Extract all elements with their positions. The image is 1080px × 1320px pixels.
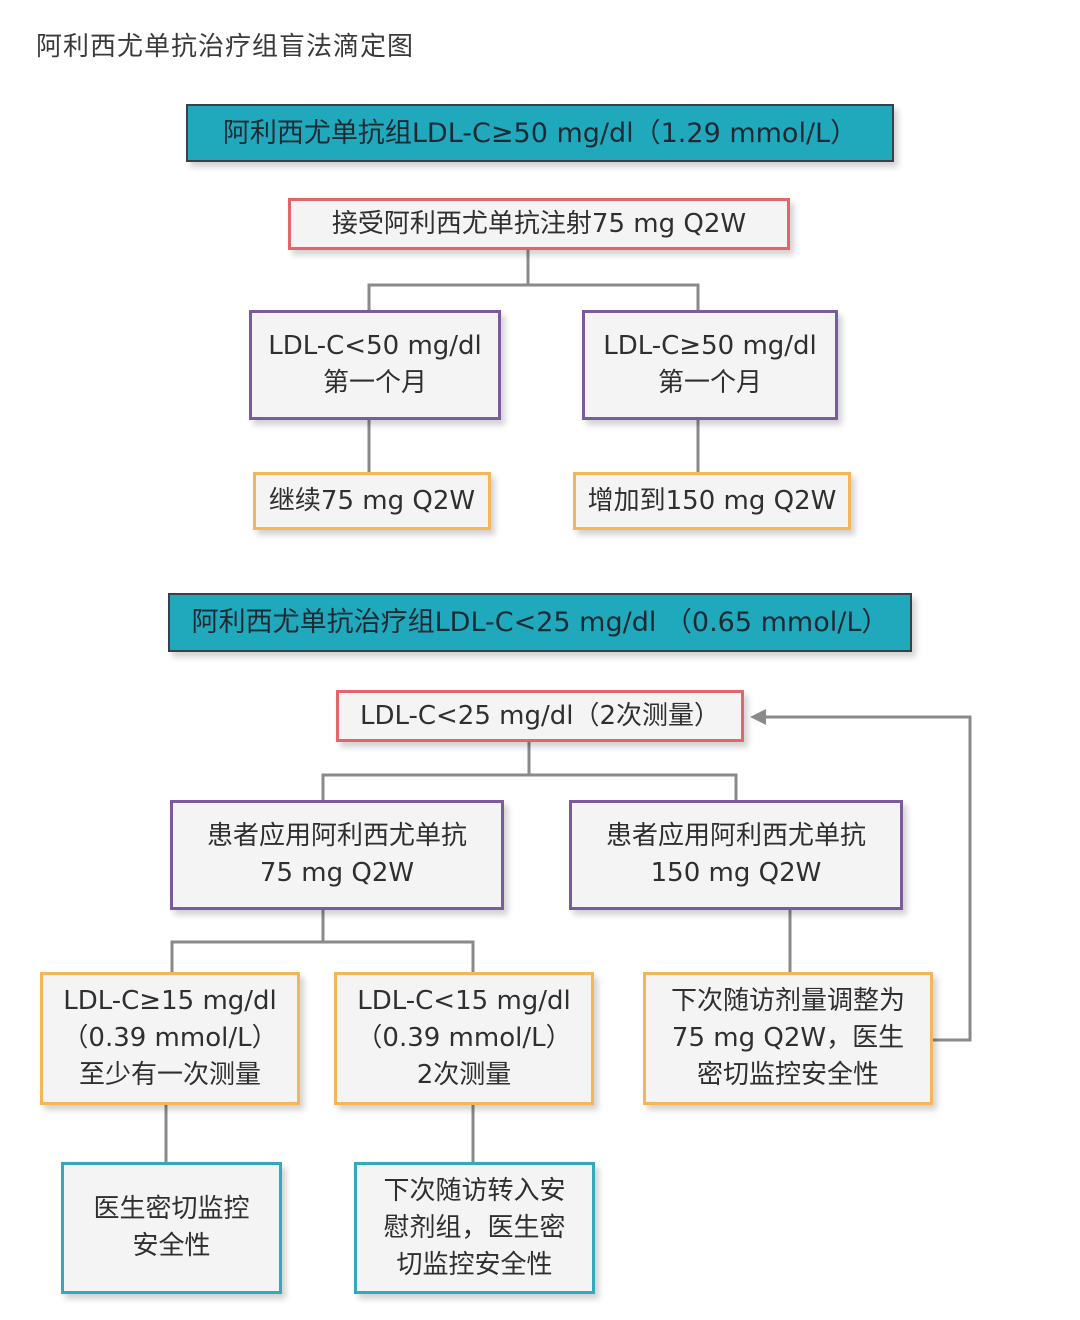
left-action-text: 继续75 mg Q2W xyxy=(268,485,476,516)
feedback-arrowhead xyxy=(750,709,766,725)
section1-left-condition-box: LDL-C<50 mg/dl 第一个月 xyxy=(249,310,501,420)
section1-start-text: 接受阿利西尤单抗注射75 mg Q2W xyxy=(331,208,747,239)
left-condition-line-2: 第一个月 xyxy=(322,368,427,398)
right-dose-box: 患者应用阿利西尤单抗 150 mg Q2W xyxy=(569,800,903,910)
section1-banner: 阿利西尤单抗组LDL-C≥50 mg/dl（1.29 mmol/L） xyxy=(186,104,894,162)
connector-split2-bar xyxy=(321,773,738,800)
section1-start-box: 接受阿利西尤单抗注射75 mg Q2W xyxy=(288,198,790,250)
right-condition-line-2: 第一个月 xyxy=(657,368,762,398)
section1-right-action-box: 增加到150 mg Q2W xyxy=(573,472,851,530)
left-dose-line-1: 患者应用阿利西尤单抗 xyxy=(206,821,467,851)
section2-banner-text: 阿利西尤单抗治疗组LDL-C<25 mg/dl （0.65 mmol/L） xyxy=(191,607,889,638)
connector-feedback-loop xyxy=(758,715,972,1042)
dose-adjust-line-3: 密切监控安全性 xyxy=(696,1060,879,1090)
left-dose-line-2: 75 mg Q2W xyxy=(259,858,415,888)
dose-adjust-box: 下次随访剂量调整为 75 mg Q2W，医生 密切监控安全性 xyxy=(643,972,933,1105)
condition-b-box: LDL-C<15 mg/dl （0.39 mmol/L） 2次测量 xyxy=(334,972,594,1105)
section2-start-box: LDL-C<25 mg/dl（2次测量） xyxy=(336,690,744,742)
right-dose-line-2: 150 mg Q2W xyxy=(650,858,822,888)
monitor-safety-line-1: 医生密切监控 xyxy=(93,1194,250,1224)
left-condition-line-1: LDL-C<50 mg/dl xyxy=(268,331,482,361)
condition-a-line-1: LDL-C≥15 mg/dl xyxy=(63,986,277,1016)
condition-b-line-3: 2次测量 xyxy=(416,1060,512,1090)
dose-adjust-line-2: 75 mg Q2W，医生 xyxy=(671,1023,905,1053)
connector-left-dose-bar xyxy=(170,940,475,972)
section2-start-text: LDL-C<25 mg/dl（2次测量） xyxy=(359,700,721,731)
condition-b-line-1: LDL-C<15 mg/dl xyxy=(357,986,571,1016)
section1-banner-text: 阿利西尤单抗组LDL-C≥50 mg/dl（1.29 mmol/L） xyxy=(222,117,858,149)
condition-a-line-3: 至少有一次测量 xyxy=(78,1060,261,1090)
condition-a-line-2: （0.39 mmol/L） xyxy=(62,1023,278,1053)
diagram-title: 阿利西尤单抗治疗组盲法滴定图 xyxy=(36,32,415,62)
right-action-text: 增加到150 mg Q2W xyxy=(587,485,837,516)
dose-adjust-line-1: 下次随访剂量调整为 xyxy=(670,986,905,1016)
placebo-switch-box: 下次随访转入安 慰剂组，医生密 切监控安全性 xyxy=(354,1162,595,1294)
section1-left-action-box: 继续75 mg Q2W xyxy=(253,472,491,530)
monitor-safety-line-2: 安全性 xyxy=(132,1231,211,1261)
section1-right-condition-box: LDL-C≥50 mg/dl 第一个月 xyxy=(582,310,838,420)
right-dose-line-1: 患者应用阿利西尤单抗 xyxy=(605,821,866,851)
condition-b-line-2: （0.39 mmol/L） xyxy=(356,1023,572,1053)
placebo-switch-line-3: 切监控安全性 xyxy=(396,1249,553,1280)
placebo-switch-line-1: 下次随访转入安 xyxy=(383,1175,566,1206)
monitor-safety-box: 医生密切监控 安全性 xyxy=(61,1162,282,1294)
right-condition-line-1: LDL-C≥50 mg/dl xyxy=(603,331,817,361)
placebo-switch-line-2: 慰剂组，医生密 xyxy=(383,1212,566,1243)
section2-banner: 阿利西尤单抗治疗组LDL-C<25 mg/dl （0.65 mmol/L） xyxy=(168,593,912,652)
connector-split-bar xyxy=(367,283,700,310)
condition-a-box: LDL-C≥15 mg/dl （0.39 mmol/L） 至少有一次测量 xyxy=(40,972,300,1105)
left-dose-box: 患者应用阿利西尤单抗 75 mg Q2W xyxy=(170,800,504,910)
